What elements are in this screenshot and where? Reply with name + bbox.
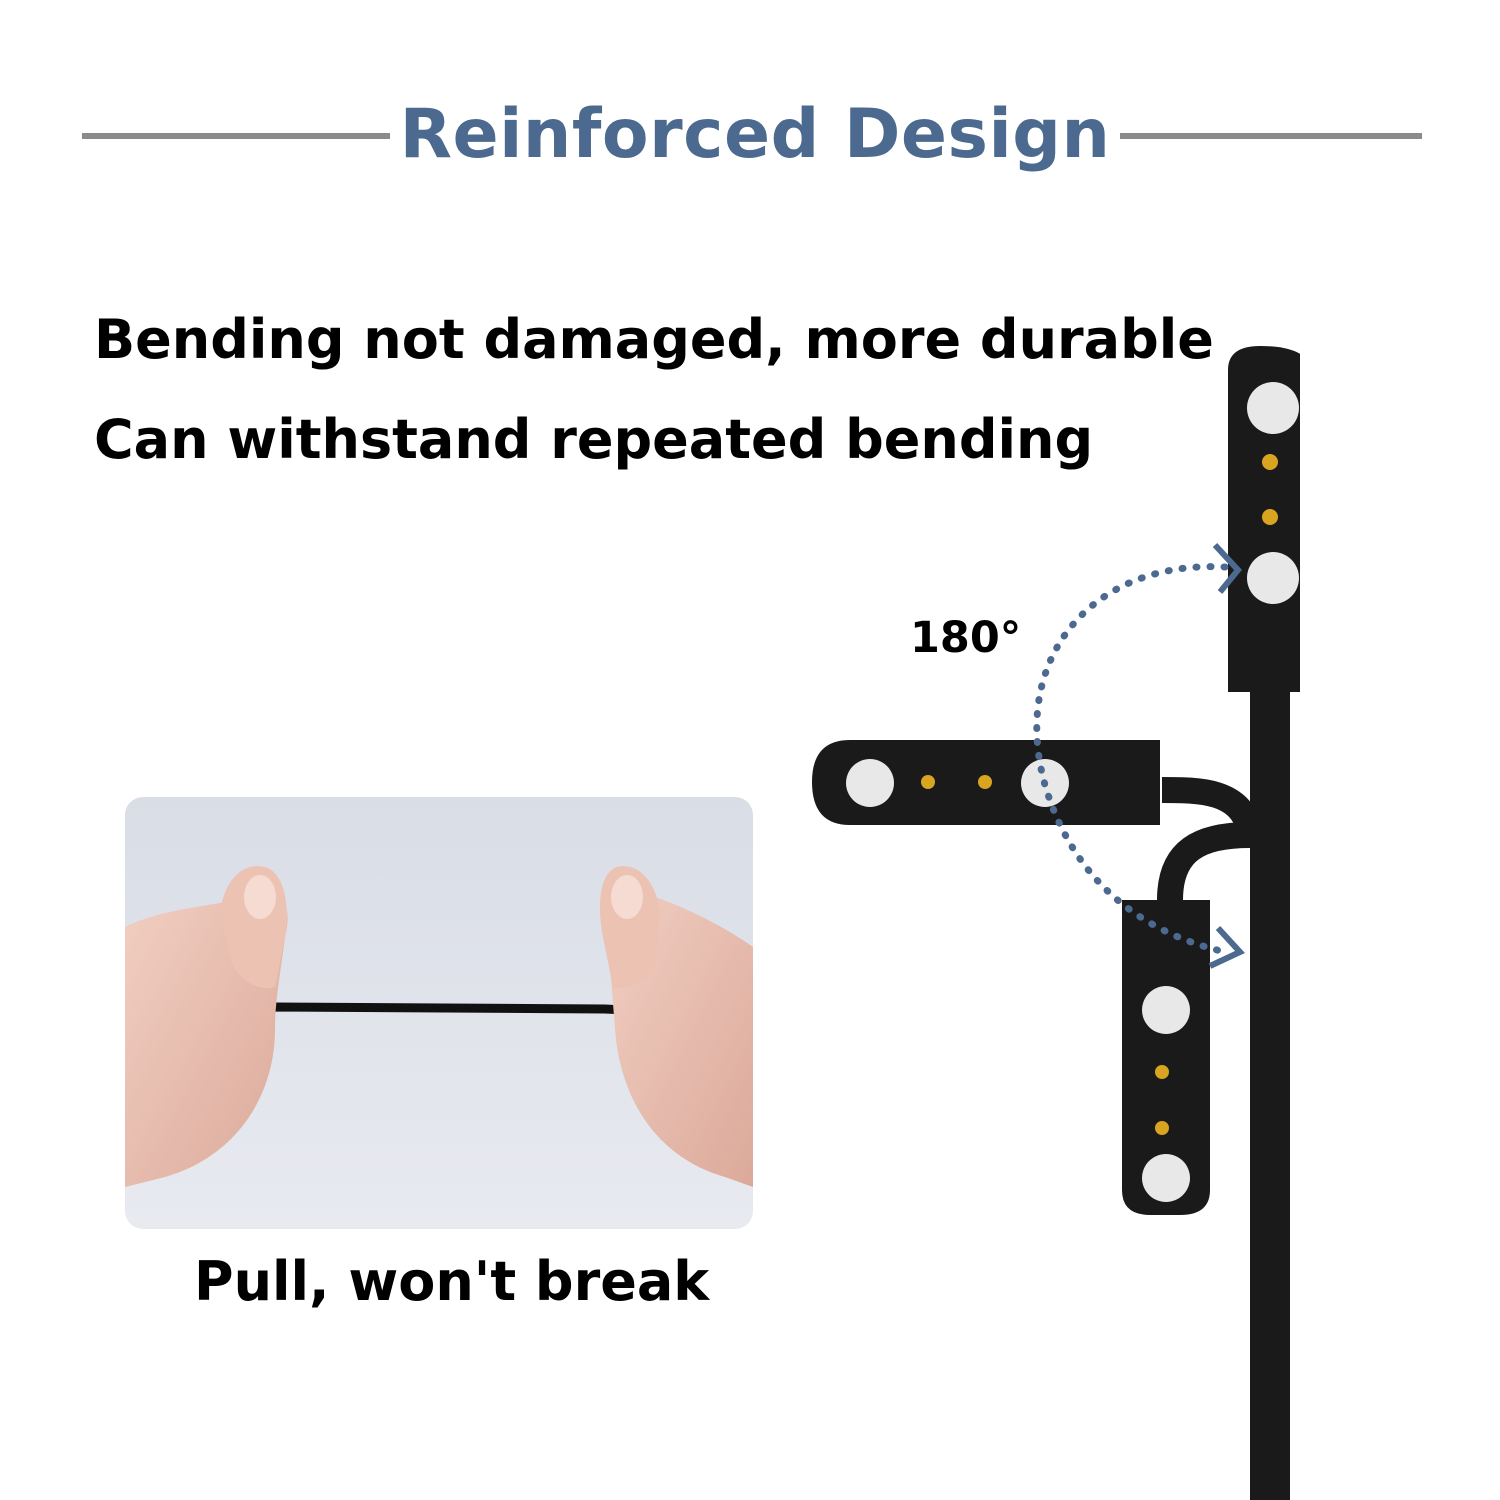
bend-arc-arrow [1033,563,1229,956]
photo-caption: Pull, won't break [194,1250,710,1313]
bend-diagram [812,346,1300,1500]
connector-bottom [1122,900,1210,1215]
pull-test-photo [125,797,753,1229]
title-divider-right [1120,133,1422,139]
feature-line-1: Bending not damaged, more durable [94,308,1214,371]
title-divider-left [82,133,390,139]
arrowhead-bottom-icon [1208,925,1245,969]
arrowhead-top-icon [1212,542,1242,594]
feature-line-2: Can withstand repeated bending [94,408,1094,471]
bend-angle-label: 180° [910,613,1022,663]
page-title: Reinforced Design [399,95,1111,174]
